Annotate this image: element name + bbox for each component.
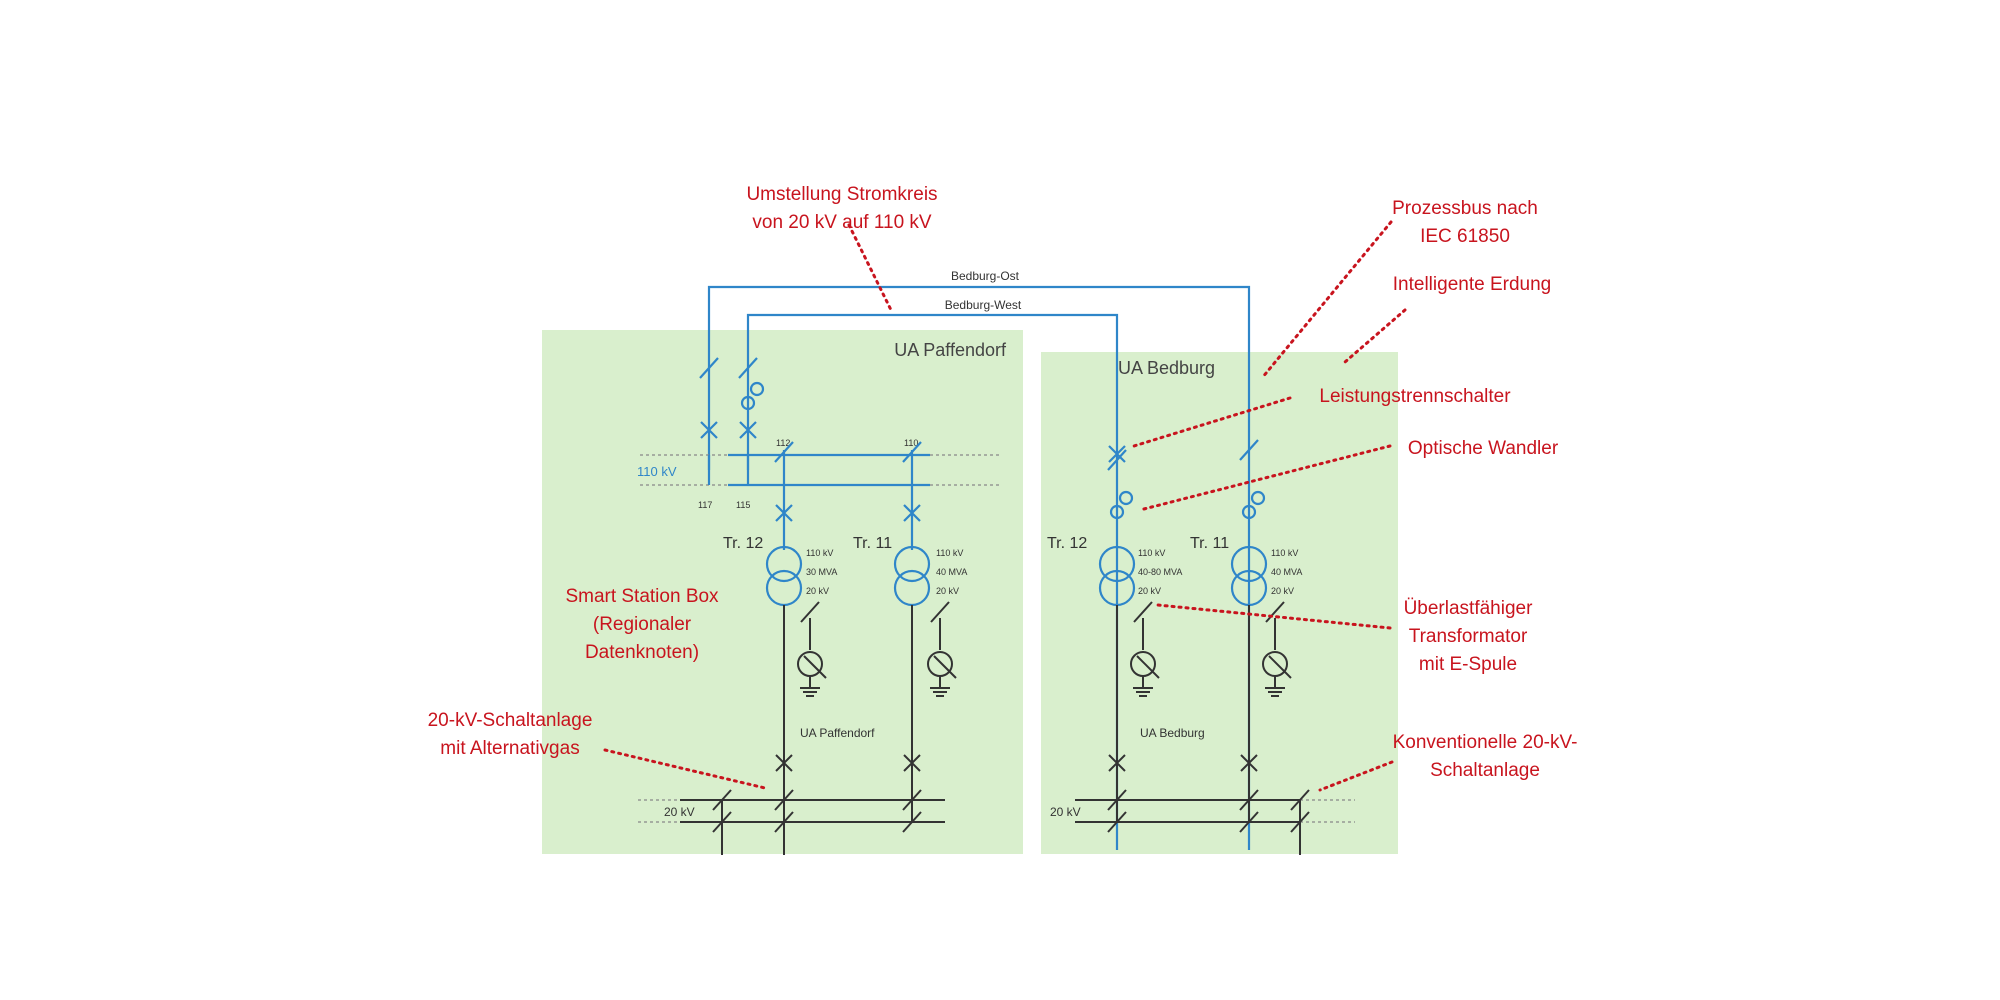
paff-tr12-p: 30 MVA: [806, 567, 837, 577]
annotation-konventionell-line1: Konventionelle 20-kV-: [1393, 732, 1578, 753]
busbar-number-117: 117: [698, 500, 712, 510]
station-label-bedburg: UA Bedburg: [1140, 726, 1205, 740]
paff-tr11-v1: 110 kV: [936, 548, 963, 558]
annotation-umstellung-line1: Umstellung Stromkreis: [746, 184, 937, 205]
annotation-prozessbus-line2: IEC 61850: [1420, 226, 1510, 247]
hv-feeder-lines: [640, 285, 1266, 850]
paff-tr12-v1: 110 kV: [806, 548, 833, 558]
annotation-ueberlast-line1: Überlastfähiger: [1404, 598, 1534, 619]
station-label-paffendorf: UA Paffendorf: [800, 726, 875, 740]
mv-label-paffendorf: 20 kV: [664, 805, 695, 819]
paffendorf-bays: [765, 441, 931, 607]
paff-tr11-p: 40 MVA: [936, 567, 967, 577]
annotation-ueberlast-line2: Transformator: [1409, 626, 1528, 647]
line-label-ost: Bedburg-Ost: [951, 269, 1020, 283]
area-paffendorf-label: UA Paffendorf: [894, 340, 1007, 360]
busbar-number-115: 115: [736, 500, 750, 510]
bed-tr11-v1: 110 kV: [1271, 548, 1298, 558]
annotation-ueberlast-line3: mit E-Spule: [1419, 654, 1517, 675]
bed-tr12-v1: 110 kV: [1138, 548, 1165, 558]
annotation-leaders: [603, 220, 1407, 792]
bed-tr11-p: 40 MVA: [1271, 567, 1302, 577]
annotation-schaltanlage-line2: mit Alternativgas: [440, 738, 579, 759]
bed-tr12-name: Tr. 12: [1047, 535, 1087, 552]
area-bedburg: [1041, 352, 1398, 854]
paff-tr11-name: Tr. 11: [853, 535, 892, 552]
busbar-number-110: 110: [904, 438, 918, 448]
annotation-optische-wandler: Optische Wandler: [1408, 438, 1559, 459]
line-label-west: Bedburg-West: [945, 298, 1022, 312]
busbar-number-112: 112: [776, 438, 790, 448]
busbar-110kv-label: 110 kV: [637, 464, 677, 479]
annotation-smart-line2: (Regionaler: [593, 614, 692, 635]
annotation-erdung: Intelligente Erdung: [1393, 274, 1551, 295]
annotation-konventionell-line2: Schaltanlage: [1430, 760, 1540, 781]
mv-network: [638, 601, 1355, 855]
paff-tr11-v2: 20 kV: [936, 586, 959, 596]
annotation-schaltanlage-line1: 20-kV-Schaltanlage: [428, 710, 593, 731]
area-paffendorf: [542, 330, 1023, 854]
paff-tr12-v2: 20 kV: [806, 586, 829, 596]
paff-tr12-name: Tr. 12: [723, 535, 763, 552]
bed-tr11-name: Tr. 11: [1190, 535, 1229, 552]
bed-tr11-v2: 20 kV: [1271, 586, 1294, 596]
annotation-leistungstrennschalter: Leistungstrennschalter: [1319, 386, 1511, 407]
mv-label-bedburg: 20 kV: [1050, 805, 1081, 819]
bed-tr12-p: 40-80 MVA: [1138, 567, 1182, 577]
annotation-smart-line3: Datenknoten): [585, 642, 699, 663]
annotation-umstellung-line2: von 20 kV auf 110 kV: [752, 212, 932, 233]
bed-tr12-v2: 20 kV: [1138, 586, 1161, 596]
annotation-smart-line1: Smart Station Box: [565, 586, 719, 607]
annotation-prozessbus-line1: Prozessbus nach: [1392, 198, 1538, 219]
area-bedburg-label: UA Bedburg: [1118, 358, 1215, 378]
